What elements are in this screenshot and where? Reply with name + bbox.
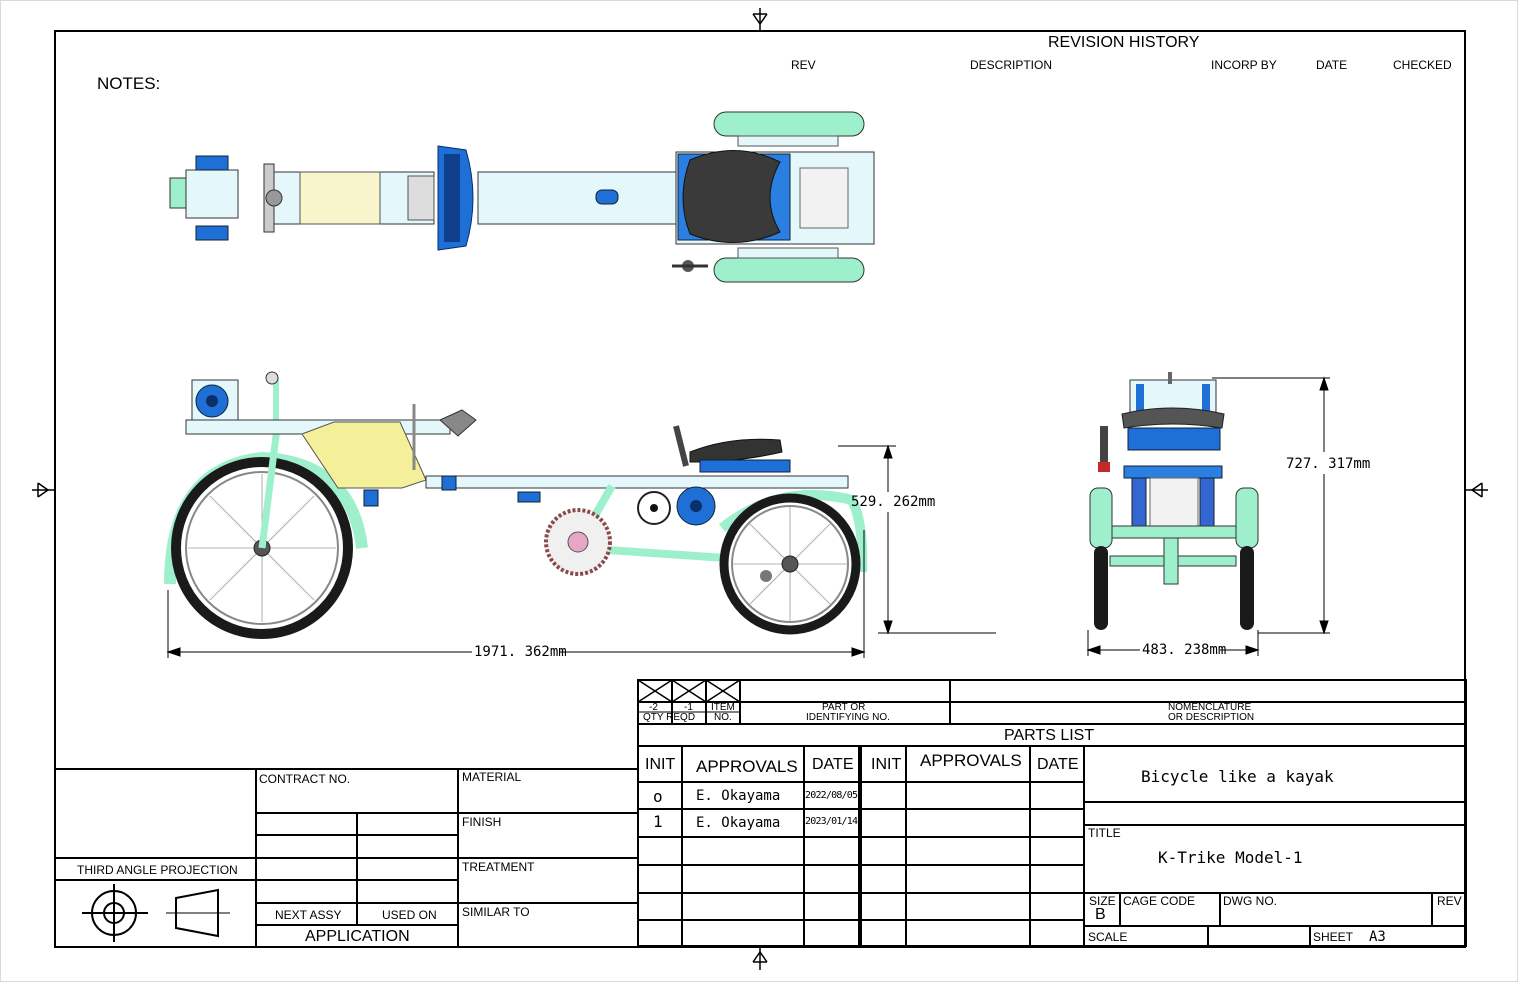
application-label: APPLICATION [305,928,410,945]
revision-history-title: REVISION HISTORY [1048,34,1200,51]
parts-col-qty-1: -1 [684,702,693,713]
approvals-header-init-1: INIT [645,756,676,773]
approvals-header-init-2: INIT [871,756,902,773]
parts-col-nomenclature: NOMENCLATURE [1168,702,1252,713]
approval-row-2-init: 1 [653,812,663,831]
front-dimension-lines [1086,376,1330,656]
sheet-value: A3 [1369,929,1386,945]
parts-col-description: OR DESCRIPTION [1168,712,1255,723]
approvals-header-approvals-2: APPROVALS [920,751,1022,770]
approval-row-2-date: 2023/01/14 [805,816,858,827]
parts-col-part: PART OR [822,702,866,713]
parts-col-identifying-no: IDENTIFYING NO. [806,712,890,723]
rev-label: REV [1437,894,1462,908]
projection-label: THIRD ANGLE PROJECTION [77,863,238,877]
contract-no-label: CONTRACT NO. [259,772,351,786]
left-block-grid [55,768,638,946]
approval-row-1-date: 2022/08/05 [805,790,858,801]
side-view [164,371,868,639]
dimension-side-height: 529. 262mm [851,494,936,510]
parts-col-qty-2: -2 [649,702,658,713]
drawing-description: Bicycle like a kayak [1141,767,1334,786]
material-label: MATERIAL [462,770,522,784]
finish-label: FINISH [462,815,502,829]
treatment-label: TREATMENT [462,860,535,874]
dwg-no-label: DWG NO. [1223,894,1277,908]
revision-col-date: DATE [1316,58,1348,72]
parts-list-title: PARTS LIST [1004,727,1095,744]
approvals-header-date-2: DATE [1037,756,1079,773]
approval-row-2-name: E. Okayama [696,815,781,831]
size-label: SIZE [1089,894,1116,908]
title-block-grid [1084,801,1466,946]
parts-col-item-no: NO. [714,712,732,723]
used-on-label: USED ON [382,908,437,922]
title-label: TITLE [1088,826,1121,840]
similar-to-label: SIMILAR TO [462,905,530,919]
next-assy-label: NEXT ASSY [275,908,342,922]
notes-label: NOTES: [97,74,161,93]
front-view [1089,372,1259,630]
centering-marks [32,8,1488,970]
sheet-label: SHEET [1313,930,1354,944]
parts-list-grid [637,679,1467,947]
revision-col-rev: REV [791,58,816,72]
revision-col-description: DESCRIPTION [970,58,1053,72]
cage-code-label: CAGE CODE [1123,894,1196,908]
size-value: B [1095,906,1106,923]
dimension-overall-length: 1971. 362mm [474,644,567,660]
drawing-title: K-Trike Model-1 [1158,848,1303,867]
revision-col-checked: CHECKED [1393,58,1452,72]
side-dimension-lines [166,444,996,658]
scale-label: SCALE [1088,930,1128,944]
approvals-header-date-1: DATE [812,756,854,773]
approval-row-1-init: o [653,787,663,806]
dimension-front-width: 483. 238mm [1142,642,1227,658]
third-angle-projection-symbol [82,884,230,942]
approvals-grid [638,746,1085,946]
approval-row-1-name: E. Okayama [696,788,781,804]
revision-col-incorp-by: INCORP BY [1211,58,1277,72]
approvals-header-approvals-1: APPROVALS [696,757,798,776]
top-view [169,111,875,283]
parts-col-item: ITEM [711,702,735,713]
dimension-front-height: 727. 317mm [1286,456,1371,472]
parts-col-qty-reqd: QTY REQD [643,712,696,723]
